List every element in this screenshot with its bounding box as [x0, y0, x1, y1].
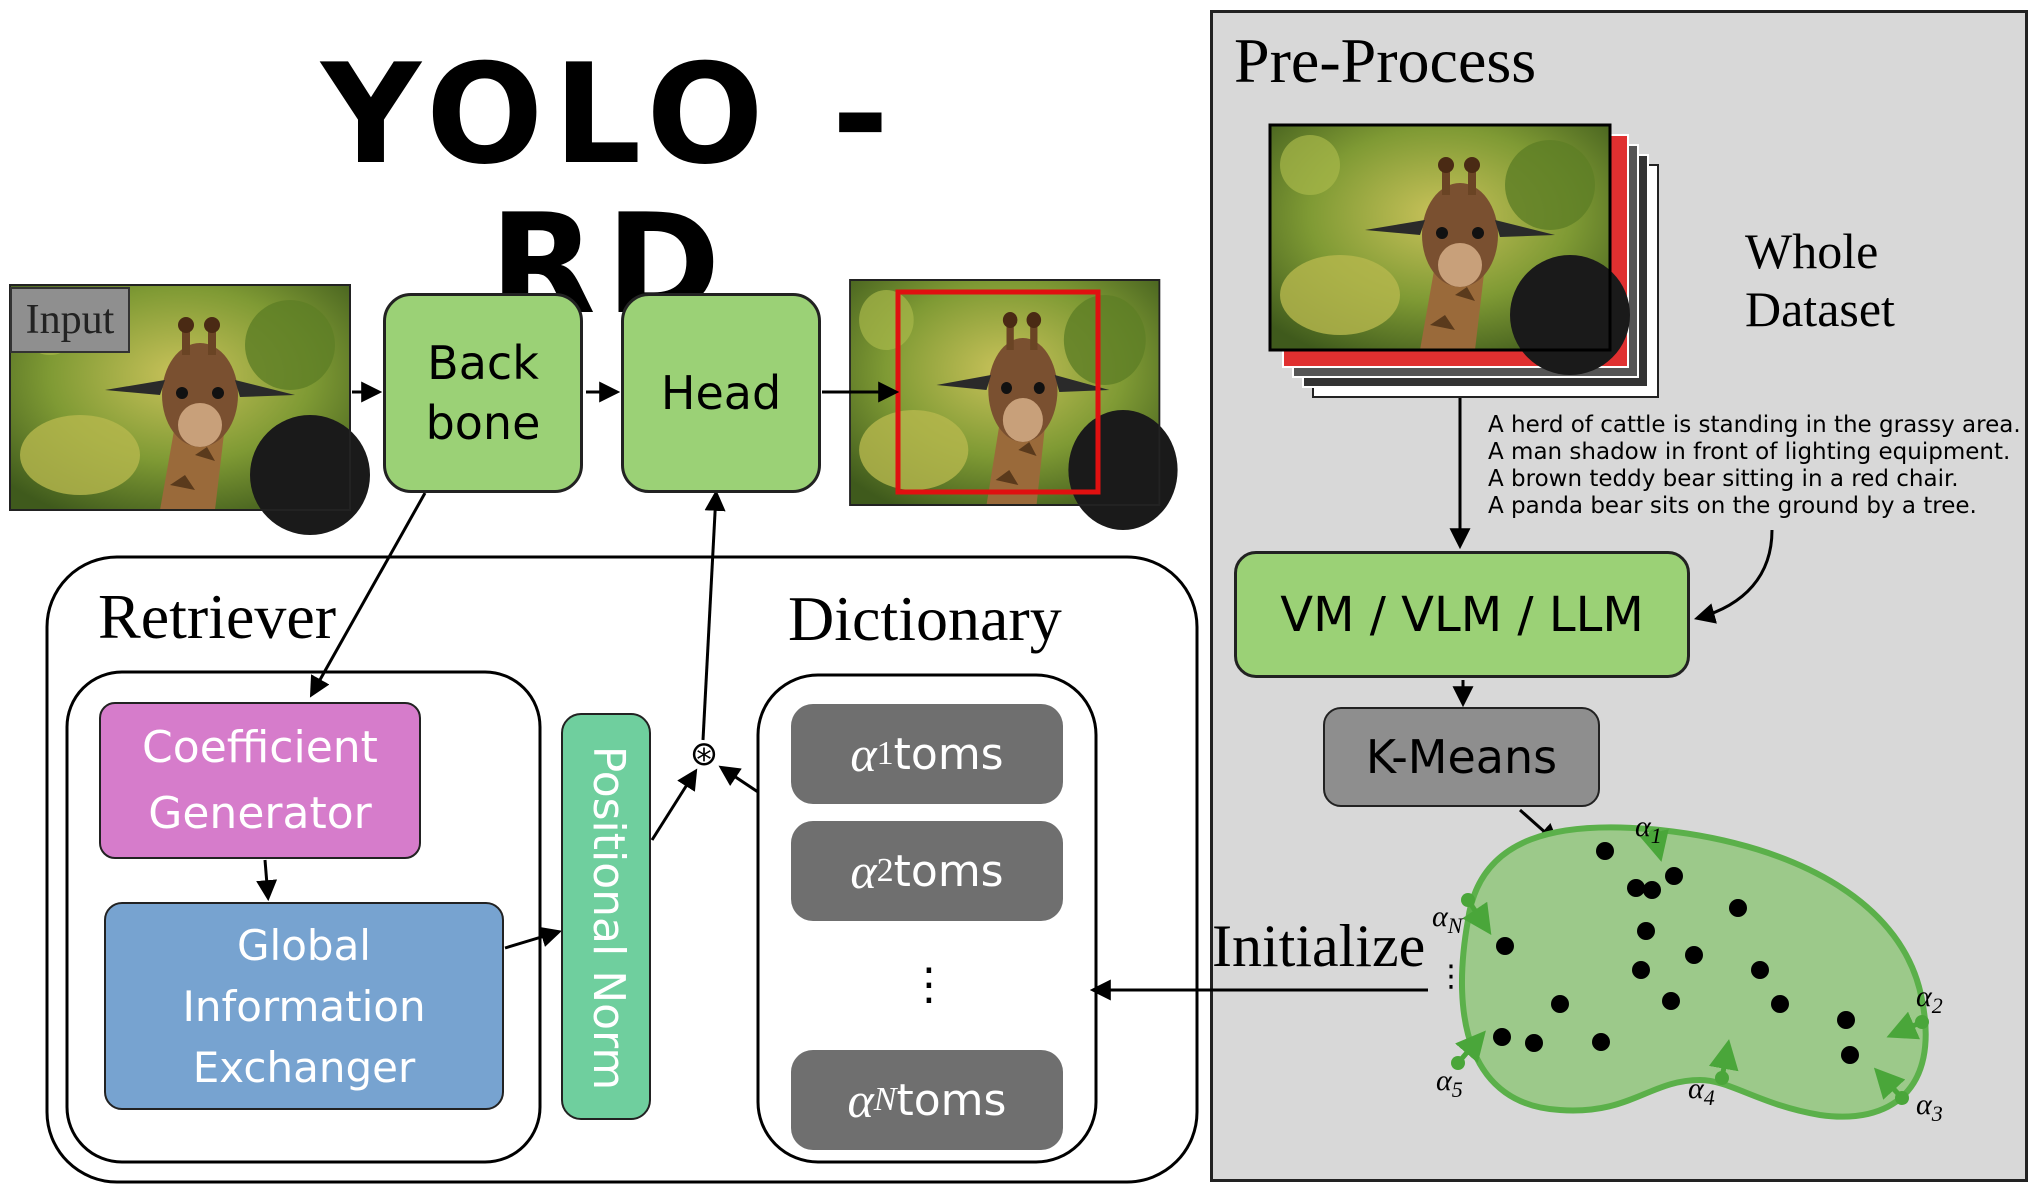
positional-norm-box: Positional Norm — [561, 713, 651, 1120]
cluster-ellipsis: ⋮ — [1436, 959, 1466, 994]
cluster-label-alpha-2: α2 — [1916, 980, 1943, 1018]
dataset-stack — [1268, 123, 1659, 398]
vlm-box: VM / VLM / LLM — [1234, 551, 1690, 678]
retriever-inner-box — [65, 670, 542, 1164]
backbone-label: Back bone — [425, 336, 541, 450]
head-box: Head — [621, 293, 821, 493]
caption-item: A man shadow in front of lighting equipm… — [1488, 439, 2011, 465]
cluster-label-alpha-4: α4 — [1688, 1072, 1715, 1110]
whole-dataset-label: Whole Dataset — [1745, 223, 1895, 337]
cluster-label-alpha-5: α5 — [1436, 1064, 1463, 1102]
caption-list: A herd of cattle is standing in the gras… — [1488, 412, 2028, 524]
vlm-label: VM / VLM / LLM — [1280, 586, 1644, 643]
cluster-label-alpha-1: α1 — [1635, 810, 1662, 848]
cluster-points — [1493, 842, 1859, 1064]
input-image — [9, 284, 370, 535]
input-label: Input — [10, 287, 130, 353]
cluster-label-alpha-3: α3 — [1916, 1088, 1943, 1126]
retriever-frame — [45, 555, 1199, 1184]
dictionary-inner-box — [756, 673, 1098, 1164]
backbone-box: Back bone — [383, 293, 583, 493]
global-information-exchanger-box: Global Information Exchanger — [104, 902, 504, 1110]
positional-norm-label: Positional Norm — [583, 745, 634, 1091]
caption-item: A brown teddy bear sitting in a red chai… — [1488, 466, 1959, 492]
retriever-label: Retriever — [98, 581, 337, 652]
dictionary-label: Dictionary — [788, 583, 1062, 654]
atoms-ellipsis: ⋮ — [907, 959, 951, 1010]
kmeans-box: K-Means — [1323, 707, 1600, 807]
coefficient-generator-box: Coefficient Generator — [99, 702, 421, 859]
global-information-exchanger-label: Global Information Exchanger — [182, 920, 426, 1092]
preprocess-label: Pre-Process — [1234, 25, 1537, 96]
head-label: Head — [660, 366, 782, 420]
kmeans-label: K-Means — [1365, 730, 1558, 784]
diagram-title: YOLO - RD — [321, 34, 899, 345]
caption-item: A herd of cattle is standing in the gras… — [1488, 412, 2021, 438]
convolution-operator: ⊛ — [689, 734, 719, 774]
initialize-label: Initialize — [1212, 913, 1426, 979]
caption-item: A panda bear sits on the ground by a tre… — [1488, 493, 1977, 519]
cluster-label-alpha-n: αN — [1432, 900, 1463, 938]
coefficient-generator-label: Coefficient Generator — [142, 721, 378, 839]
